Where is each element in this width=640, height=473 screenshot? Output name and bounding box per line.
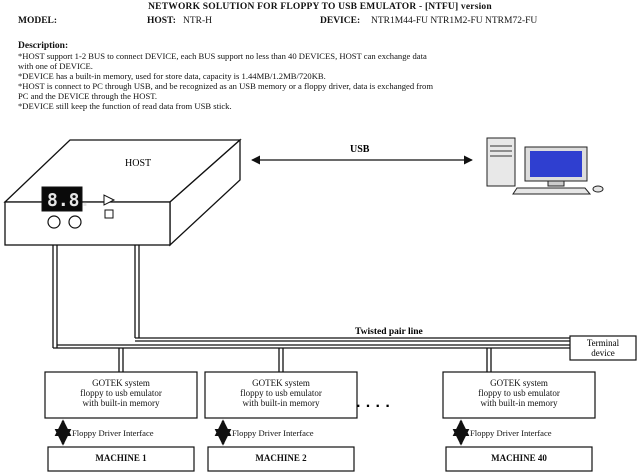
host-device: HOST 8.8. bbox=[3, 138, 242, 247]
play-icon bbox=[103, 194, 116, 206]
gotek-device-1-text: GOTEK system floppy to usb emulator with… bbox=[45, 378, 197, 408]
terminal-device bbox=[569, 335, 637, 361]
twisted-pair-label: Twisted pair line bbox=[355, 327, 423, 337]
device-line: GOTEK system bbox=[252, 378, 310, 388]
gotek-device-2-text: GOTEK system floppy to usb emulator with… bbox=[205, 378, 357, 408]
description-line: with one of DEVICE. bbox=[18, 60, 93, 71]
terminal-label: Terminal bbox=[587, 338, 620, 348]
device-line: GOTEK system bbox=[92, 378, 150, 388]
host-label: HOST bbox=[125, 158, 151, 169]
machine-1-label: MACHINE 1 bbox=[95, 453, 147, 463]
model-label: MODEL: bbox=[18, 16, 58, 26]
machine-1 bbox=[47, 446, 195, 472]
host-display: 8.8. bbox=[41, 186, 90, 212]
page-title: NETWORK SOLUTION FOR FLOPPY TO USB EMULA… bbox=[148, 2, 492, 12]
floppy-interface-label: Floppy Driver Interface bbox=[72, 428, 154, 438]
floppy-interface-label: Floppy Driver Interface bbox=[470, 428, 552, 438]
machine-40-label: MACHINE 40 bbox=[491, 453, 547, 463]
gotek-device-1 bbox=[44, 371, 198, 419]
usb-label: USB bbox=[350, 144, 370, 155]
ellipsis: · · · · bbox=[356, 398, 391, 415]
machine-2-label: MACHINE 2 bbox=[255, 453, 307, 463]
device-line: GOTEK system bbox=[490, 378, 548, 388]
host-button-icon bbox=[68, 215, 82, 229]
device-label: DEVICE: bbox=[320, 16, 361, 26]
description-text: *HOST support 1-2 BUS to connect DEVICE,… bbox=[18, 51, 434, 111]
description-line: *DEVICE has a built-in memory, used for … bbox=[18, 70, 326, 81]
description-line: *HOST is connect to PC through USB, and … bbox=[18, 80, 434, 91]
terminal-label: device bbox=[591, 348, 614, 358]
host-value: NTR-H bbox=[183, 16, 213, 26]
description-line: PC and the DEVICE through the HOST. bbox=[18, 90, 157, 101]
device-line: floppy to usb emulator bbox=[80, 388, 162, 398]
host-label: HOST: bbox=[147, 16, 176, 26]
device-line: with built-in memory bbox=[242, 398, 320, 408]
pc-computer-icon bbox=[486, 137, 604, 195]
floppy-interface-label: Floppy Driver Interface bbox=[232, 428, 314, 438]
machine-2 bbox=[207, 446, 355, 472]
host-button-icon bbox=[47, 215, 61, 229]
gotek-device-40 bbox=[442, 371, 596, 419]
gotek-device-40-text: GOTEK system floppy to usb emulator with… bbox=[443, 378, 595, 408]
device-line: floppy to usb emulator bbox=[478, 388, 560, 398]
device-line: with built-in memory bbox=[480, 398, 558, 408]
gotek-device-2 bbox=[204, 371, 358, 419]
stop-icon bbox=[104, 209, 114, 219]
device-line: with built-in memory bbox=[82, 398, 160, 408]
machine-40 bbox=[445, 446, 593, 472]
description-line: *DEVICE still keep the function of read … bbox=[18, 100, 232, 111]
device-values: NTR1M44-FU NTR1M2-FU NTRM72-FU bbox=[371, 16, 538, 26]
device-line: floppy to usb emulator bbox=[240, 388, 322, 398]
host-display-digits: 8.8. bbox=[47, 190, 90, 211]
description-line: *HOST support 1-2 BUS to connect DEVICE,… bbox=[18, 51, 427, 61]
description-heading: Description: bbox=[18, 41, 69, 51]
